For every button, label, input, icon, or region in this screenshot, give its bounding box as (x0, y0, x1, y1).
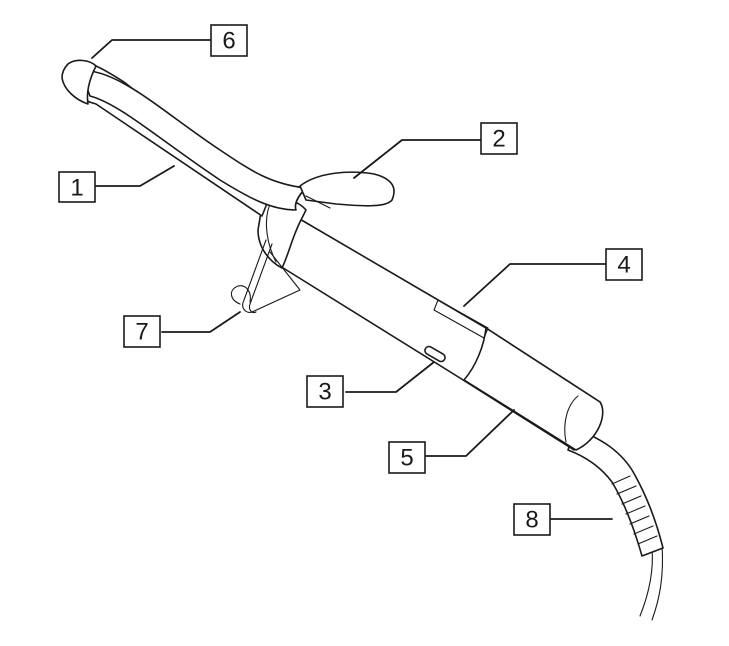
clamp-lever (299, 171, 395, 207)
leader-3 (345, 361, 435, 393)
leader-4 (463, 263, 607, 307)
leader-7 (161, 311, 241, 333)
leader-6 (91, 39, 211, 59)
leader-1 (95, 165, 175, 187)
cool-tip (61, 59, 97, 105)
callout-3: 3 (306, 375, 344, 408)
callout-4: 4 (605, 248, 643, 281)
callout-6: 6 (210, 24, 248, 57)
leader-2 (353, 139, 483, 179)
callout-8: 8 (513, 503, 551, 536)
svg-text:8: 8 (525, 507, 538, 534)
power-switch (424, 345, 446, 363)
svg-text:4: 4 (617, 252, 630, 279)
callout-1: 1 (58, 171, 96, 203)
callout-7: 7 (123, 315, 161, 348)
svg-text:6: 6 (222, 28, 235, 55)
wire-stand (230, 239, 301, 314)
svg-text:1: 1 (70, 175, 83, 202)
callout-2: 2 (480, 122, 518, 155)
svg-text:7: 7 (135, 319, 148, 346)
svg-text:3: 3 (318, 379, 331, 406)
display-window (433, 299, 489, 339)
svg-text:2: 2 (492, 126, 505, 153)
callout-5: 5 (388, 441, 426, 474)
power-cord (639, 544, 664, 621)
barrel-clamp (79, 69, 307, 211)
handle-end-ring (463, 327, 604, 451)
strain-relief (567, 427, 664, 557)
leader-5 (425, 409, 515, 457)
svg-text:5: 5 (400, 445, 413, 472)
